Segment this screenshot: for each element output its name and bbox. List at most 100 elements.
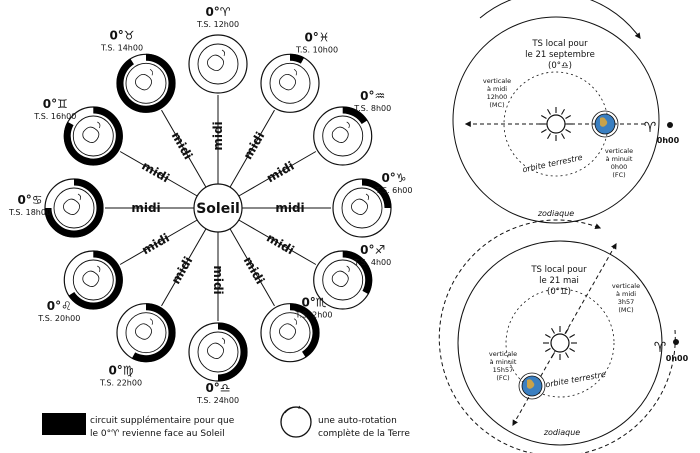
earth-position bbox=[63, 106, 123, 166]
bottom-right-diagram: ♈ 0h00 TS local pour le 21 mai (0°♊) ver… bbox=[438, 219, 689, 453]
earth-position bbox=[313, 106, 373, 166]
spoke bbox=[119, 151, 198, 197]
spoke bbox=[229, 109, 275, 188]
title-bottom-3: (0°♊) bbox=[547, 287, 571, 297]
zodiac-circle-bottom bbox=[457, 240, 663, 446]
sun-label: Soleil bbox=[196, 201, 240, 217]
sidereal-time-label: T.S. 8h00 bbox=[353, 104, 391, 113]
fc-bottom-4: (FC) bbox=[496, 374, 509, 382]
zero-label-bottom: 0h00 bbox=[666, 354, 689, 363]
aries-symbol-top: ♈ bbox=[644, 120, 657, 136]
mc-bottom-2: à midi bbox=[616, 290, 636, 298]
midi-label: midi bbox=[211, 121, 225, 150]
fc-top-4: (FC) bbox=[612, 171, 625, 179]
sign-label: 0°♏ bbox=[301, 296, 326, 310]
title-bottom-2: le 21 mai bbox=[539, 276, 579, 286]
fc-bottom-2: à minuit bbox=[490, 358, 517, 366]
earth-position bbox=[116, 303, 176, 363]
spoke bbox=[238, 151, 317, 197]
sidereal-time-label: T.S. 10h00 bbox=[295, 45, 338, 54]
extra-circuit-arc bbox=[289, 303, 320, 358]
earth-top bbox=[591, 110, 619, 138]
midi-label: midi bbox=[275, 201, 304, 215]
extra-circuit-arc bbox=[342, 250, 373, 295]
midi-label: midi bbox=[241, 254, 268, 286]
sign-label: 0°♋ bbox=[17, 193, 42, 207]
midi-label: midi bbox=[139, 231, 171, 258]
sidereal-time-label: T.S. 16h00 bbox=[33, 112, 76, 121]
extra-circuit-arc bbox=[131, 303, 176, 363]
legend-black-swatch bbox=[42, 413, 86, 435]
legend-rotation-circle bbox=[280, 406, 312, 438]
extra-circuit-arc bbox=[361, 178, 392, 209]
earth-position bbox=[188, 322, 248, 382]
sun: Soleil bbox=[193, 183, 243, 233]
fc-top-3: 0h00 bbox=[611, 163, 628, 171]
extra-circuit-arc bbox=[44, 178, 104, 238]
extra-circuit-arc bbox=[68, 250, 123, 310]
earth-positions bbox=[44, 34, 392, 382]
orbit-label-top: orbite terrestre bbox=[522, 153, 584, 175]
extra-circuit-arc bbox=[116, 53, 176, 113]
spoke bbox=[161, 228, 207, 307]
midi-label: midi bbox=[211, 265, 225, 294]
sidereal-time-label: T.S. 18h00 bbox=[8, 208, 51, 217]
midi-label: midi bbox=[264, 159, 296, 186]
aries-symbol-bottom: ♈ bbox=[654, 340, 667, 356]
title-bottom-1: TS local pour bbox=[530, 265, 587, 275]
mc-bottom-1: verticale bbox=[612, 282, 640, 290]
sign-label: 0°♍ bbox=[108, 364, 133, 378]
earth-position bbox=[188, 34, 248, 94]
earth-position bbox=[332, 178, 392, 238]
orbit-label-bottom: orbite terrestre bbox=[545, 370, 607, 389]
legend: circuit supplémentaire pour que le 0°♈ r… bbox=[42, 405, 410, 439]
mc-top-4: (MC) bbox=[489, 101, 504, 109]
sign-label: 0°♈ bbox=[205, 5, 230, 19]
extra-circuit-arc bbox=[217, 322, 248, 382]
sidereal-time-label: T.S. 6h00 bbox=[375, 186, 413, 195]
earth-position bbox=[260, 303, 320, 363]
sign-label: 0°♑ bbox=[381, 171, 406, 185]
earth-bottom bbox=[518, 372, 546, 400]
mc-top-3: 12h00 bbox=[487, 93, 508, 101]
sign-label: 0°♓ bbox=[304, 30, 329, 44]
fc-bottom-3: 15h57 bbox=[493, 366, 514, 374]
sign-label: 0°♒ bbox=[360, 89, 385, 103]
midi-label: midi bbox=[264, 231, 296, 258]
sidereal-time-label: T.S. 24h00 bbox=[196, 396, 239, 405]
extra-circuit-arc bbox=[289, 53, 305, 64]
zodiac-label-top: zodiaque bbox=[537, 209, 574, 218]
fc-top-1: verticale bbox=[605, 147, 633, 155]
spoke bbox=[161, 109, 207, 188]
mc-top-1: verticale bbox=[483, 77, 511, 85]
earth-position bbox=[116, 53, 176, 113]
sign-label: 0°♐ bbox=[360, 243, 385, 257]
title-top-3: (0°♎) bbox=[548, 61, 572, 71]
sign-label: 0°♉ bbox=[109, 28, 134, 42]
legend-black-line2: le 0°♈ revienne face au Soleil bbox=[90, 429, 225, 439]
sign-label: 0°♊ bbox=[43, 97, 68, 111]
title-top-2: le 21 septembre bbox=[525, 50, 595, 60]
sign-label: 0°♎ bbox=[205, 381, 230, 395]
extra-circuit-arc bbox=[63, 106, 123, 166]
earth-position bbox=[260, 53, 320, 113]
midi-label: midi bbox=[169, 254, 196, 286]
spoke bbox=[238, 219, 317, 265]
sidereal-time-label: T.S. 4h00 bbox=[353, 258, 391, 267]
zodiac-label-bottom: zodiaque bbox=[543, 428, 580, 437]
spoke bbox=[229, 228, 275, 307]
fc-bottom-1: verticale bbox=[489, 350, 517, 358]
mc-bottom-3: 3h57 bbox=[618, 298, 635, 306]
earth-position bbox=[63, 250, 123, 310]
sun-top bbox=[539, 107, 573, 141]
legend-circle-line2: complète de la Terre bbox=[318, 428, 410, 439]
earth-position bbox=[44, 178, 104, 238]
zodiac-circle-top bbox=[452, 16, 660, 224]
fc-top-2: à minuit bbox=[606, 155, 633, 163]
midi-label: midi bbox=[169, 129, 196, 161]
legend-circle-line1: une auto-rotation bbox=[318, 416, 397, 426]
mc-bottom-4: (MC) bbox=[618, 306, 633, 314]
sidereal-time-label: T.S. 2h00 bbox=[295, 311, 333, 320]
